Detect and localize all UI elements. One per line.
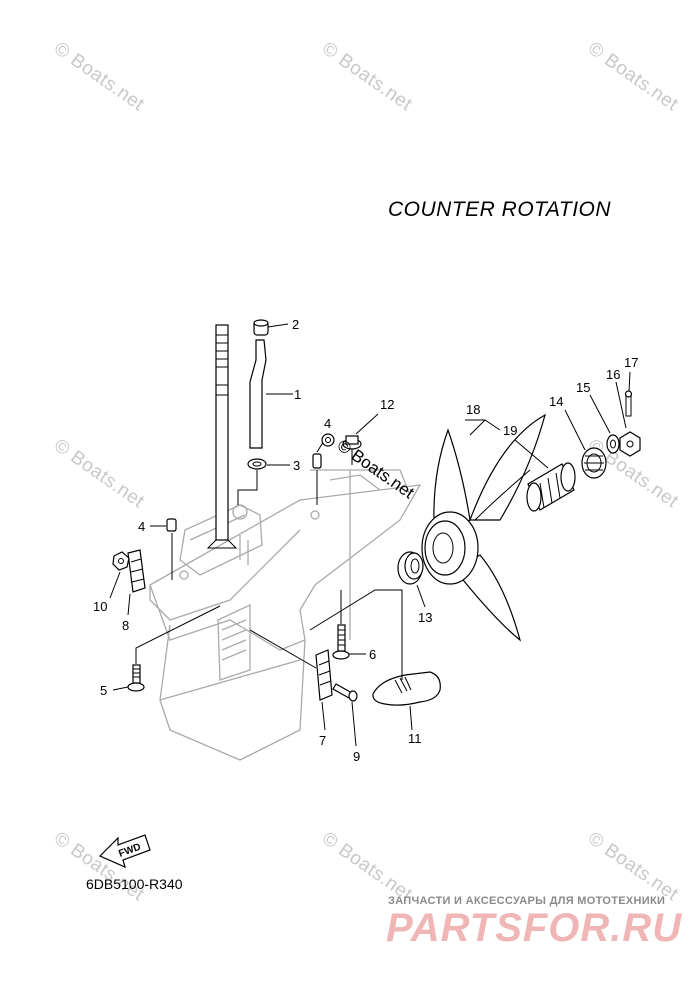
callout-14: 14 [549,394,563,409]
callout-13: 13 [418,610,432,625]
grommet [253,319,289,336]
spacer-19 [514,439,576,512]
water-tube [249,339,293,449]
diagram-code: 6DB5100-R340 [86,876,183,892]
thrust-bushing-13 [397,551,426,608]
trim-tab-11 [309,589,441,731]
diagram-title: COUNTER ROTATION [388,198,612,221]
washer-15 [589,394,620,454]
callout-11: 11 [408,731,422,746]
callout-5: 5 [100,683,107,698]
cotter-pin-17 [624,371,633,417]
lower-housing [149,469,422,761]
dowel-pin-lower [150,518,177,580]
nut-10 [109,551,130,599]
callout-16: 16 [606,367,620,382]
overlay-washer [321,433,335,447]
callout-7: 7 [319,733,326,748]
callout-10: 10 [93,599,107,614]
callout-6: 6 [369,647,376,662]
callout-17: 17 [624,355,638,370]
prop-nut-16 [615,381,641,457]
drain-bolt [342,413,379,465]
fwd-arrow-icon: FWD [98,834,151,869]
screw-9 [332,683,358,747]
bolt-5 [112,605,221,692]
overlay-watermark: © Boats.net [334,436,418,503]
anode-8 [127,549,146,616]
callout-19: 19 [503,423,517,438]
bolt-6 [332,590,366,660]
seal-ring [237,458,290,505]
callout-4a: 4 [324,416,331,431]
callout-18: 18 [466,402,480,417]
banner-logo: PARTSFOR.RU [386,906,683,950]
callout-1: 1 [294,387,301,402]
anode-7 [249,629,333,731]
callout-8: 8 [122,618,129,633]
callout-15: 15 [576,380,590,395]
shift-rod [206,324,238,549]
callout-4b: 4 [138,519,145,534]
washer-14 [564,409,607,479]
propeller-18 [421,413,546,642]
callout-9: 9 [353,749,360,764]
banner-caption: ЗАПЧАСТИ И АКСЕССУАРЫ ДЛЯ МОТОТЕХНИКИ [388,895,666,907]
callout-3: 3 [293,458,300,473]
callout-12: 12 [380,397,394,412]
callout-2: 2 [292,317,299,332]
